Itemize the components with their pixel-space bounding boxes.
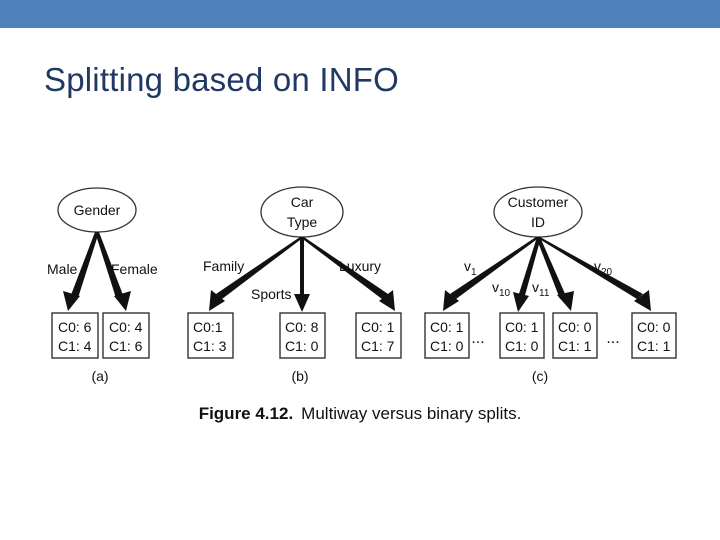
panel-c-edge-v20-line — [536, 237, 643, 299]
panel-a-leaf-1-c1: C1: 4 — [58, 338, 92, 354]
panel-c-edge-v20-arrowhead — [634, 290, 651, 311]
panel-c-edge-label-v10: v10 — [492, 279, 511, 299]
panel-c-ellipsis-1: ... — [471, 330, 484, 347]
panel-c-edge-v10-base: v — [492, 279, 499, 295]
panel-a-edge-label-male: Male — [47, 261, 78, 277]
panel-a-edge-female-arrowhead — [114, 291, 131, 311]
panel-b-edge-family-line — [216, 237, 304, 299]
panel-c-leaf-box-1 — [424, 312, 470, 359]
panel-c-leaf-1-c0: C0: 1 — [430, 319, 464, 335]
panel-b-leaf-2-c1: C1: 0 — [285, 338, 319, 354]
panel-b-leaf-box-1 — [187, 312, 234, 359]
figure-caption: Figure 4.12. Multiway versus binary split… — [0, 404, 720, 424]
panel-b-label: (b) — [291, 368, 308, 384]
panel-c-leaf-box-3 — [552, 312, 598, 359]
panel-c-edge-label-v1: v1 — [464, 258, 477, 278]
panel-b-root-label-line1: Car — [291, 194, 314, 210]
panel-b-leaf-box-2 — [279, 312, 326, 359]
page-title: Splitting based on INFO — [44, 61, 399, 98]
panel-a-edge-female-line — [95, 232, 123, 298]
panel-c-leaf-2-c0: C0: 1 — [505, 319, 539, 335]
panel-b-leaf-1-c1: C1: 3 — [193, 338, 227, 354]
panel-c-edge-v11-arrowhead — [557, 291, 574, 311]
panel-c-edge-label-v11: v11 — [532, 279, 550, 299]
panel-a-leaf-box-2 — [102, 312, 150, 359]
panel-c-edge-v1-subscript: 1 — [471, 267, 477, 278]
panel-b-edge-sports-line — [300, 237, 304, 299]
panel-b-leaf-3-c1: C1: 7 — [361, 338, 395, 354]
tree-diagrams-svg: Gender Male Female C0: 6 C1: 4 C0: 4 C1:… — [47, 186, 677, 384]
panel-b-group: Car Type Family Sports Luxury C0:1 C1: 3 — [187, 186, 402, 384]
panel-c-leaf-3-c0: C0: 0 — [558, 319, 592, 335]
panel-c-edge-v20-subscript: 20 — [601, 267, 613, 278]
panel-c-edge-label-v20: v20 — [594, 258, 613, 278]
panel-c-leaf-3-c1: C1: 1 — [558, 338, 592, 354]
panel-c-leaf-4-c1: C1: 1 — [637, 338, 671, 354]
panel-b-leaf-box-3 — [355, 312, 402, 359]
figure-caption-number: Figure 4.12. — [198, 404, 294, 423]
panel-a-group: Gender Male Female C0: 6 C1: 4 C0: 4 C1:… — [47, 187, 158, 384]
panel-b-edge-luxury-line — [300, 237, 388, 299]
panel-a-edge-male-arrowhead — [63, 291, 80, 311]
panel-a-leaf-2-c1: C1: 6 — [109, 338, 143, 354]
panel-c-edge-v11-subscript: 11 — [539, 288, 550, 299]
panel-a-label: (a) — [91, 368, 108, 384]
panel-c-ellipsis-2: ... — [606, 330, 619, 347]
panel-a-leaf-1-c0: C0: 6 — [58, 319, 92, 335]
panel-b-edge-label-luxury: Luxury — [339, 258, 381, 274]
panel-c-group: Customer ID v1 v10 — [424, 186, 677, 384]
slide-top-banner — [0, 0, 720, 28]
panel-c-edge-v10-line — [518, 237, 541, 299]
panel-c-label: (c) — [532, 368, 548, 384]
panel-a-leaf-2-c0: C0: 4 — [109, 319, 143, 335]
panel-c-edge-v1-arrowhead — [443, 290, 459, 311]
panel-b-edge-family-arrowhead — [209, 290, 225, 311]
panel-c-leaf-box-4 — [631, 312, 677, 359]
panel-c-root-label-line2: ID — [531, 214, 545, 230]
panel-c-edge-v11-line — [536, 237, 566, 299]
panel-c-edge-v1-line — [450, 237, 540, 299]
panel-c-edge-v1-base: v — [464, 258, 471, 274]
panel-c-edge-v10-subscript: 10 — [499, 288, 511, 299]
figure-caption-text: Multiway versus binary splits. — [301, 404, 522, 423]
panel-b-edge-label-family: Family — [203, 258, 244, 274]
panel-b-root-label-line2: Type — [287, 214, 318, 230]
panel-c-leaf-box-2 — [499, 312, 545, 359]
panel-b-edge-label-sports: Sports — [251, 286, 291, 302]
panel-a-leaf-box-1 — [51, 312, 99, 359]
panel-b-leaf-1-c0: C0:1 — [193, 319, 223, 335]
panel-a-edge-label-female: Female — [111, 261, 158, 277]
panel-c-leaf-2-c1: C1: 0 — [505, 338, 539, 354]
panel-c-leaf-1-c1: C1: 0 — [430, 338, 464, 354]
panel-b-edge-luxury-arrowhead — [379, 290, 395, 311]
panel-b-leaf-2-c0: C0: 8 — [285, 319, 319, 335]
panel-c-edge-v10-arrowhead — [513, 292, 529, 312]
panel-c-edge-v20-base: v — [594, 258, 601, 274]
panel-b-leaf-3-c0: C0: 1 — [361, 319, 395, 335]
panel-a-edge-male-line — [71, 232, 99, 298]
panel-c-edge-v11-base: v — [532, 279, 539, 295]
panel-c-leaf-4-c0: C0: 0 — [637, 319, 671, 335]
panel-b-edge-sports-arrowhead — [294, 294, 310, 312]
panel-c-root-label-line1: Customer — [508, 194, 569, 210]
panel-a-root-label: Gender — [74, 202, 121, 218]
